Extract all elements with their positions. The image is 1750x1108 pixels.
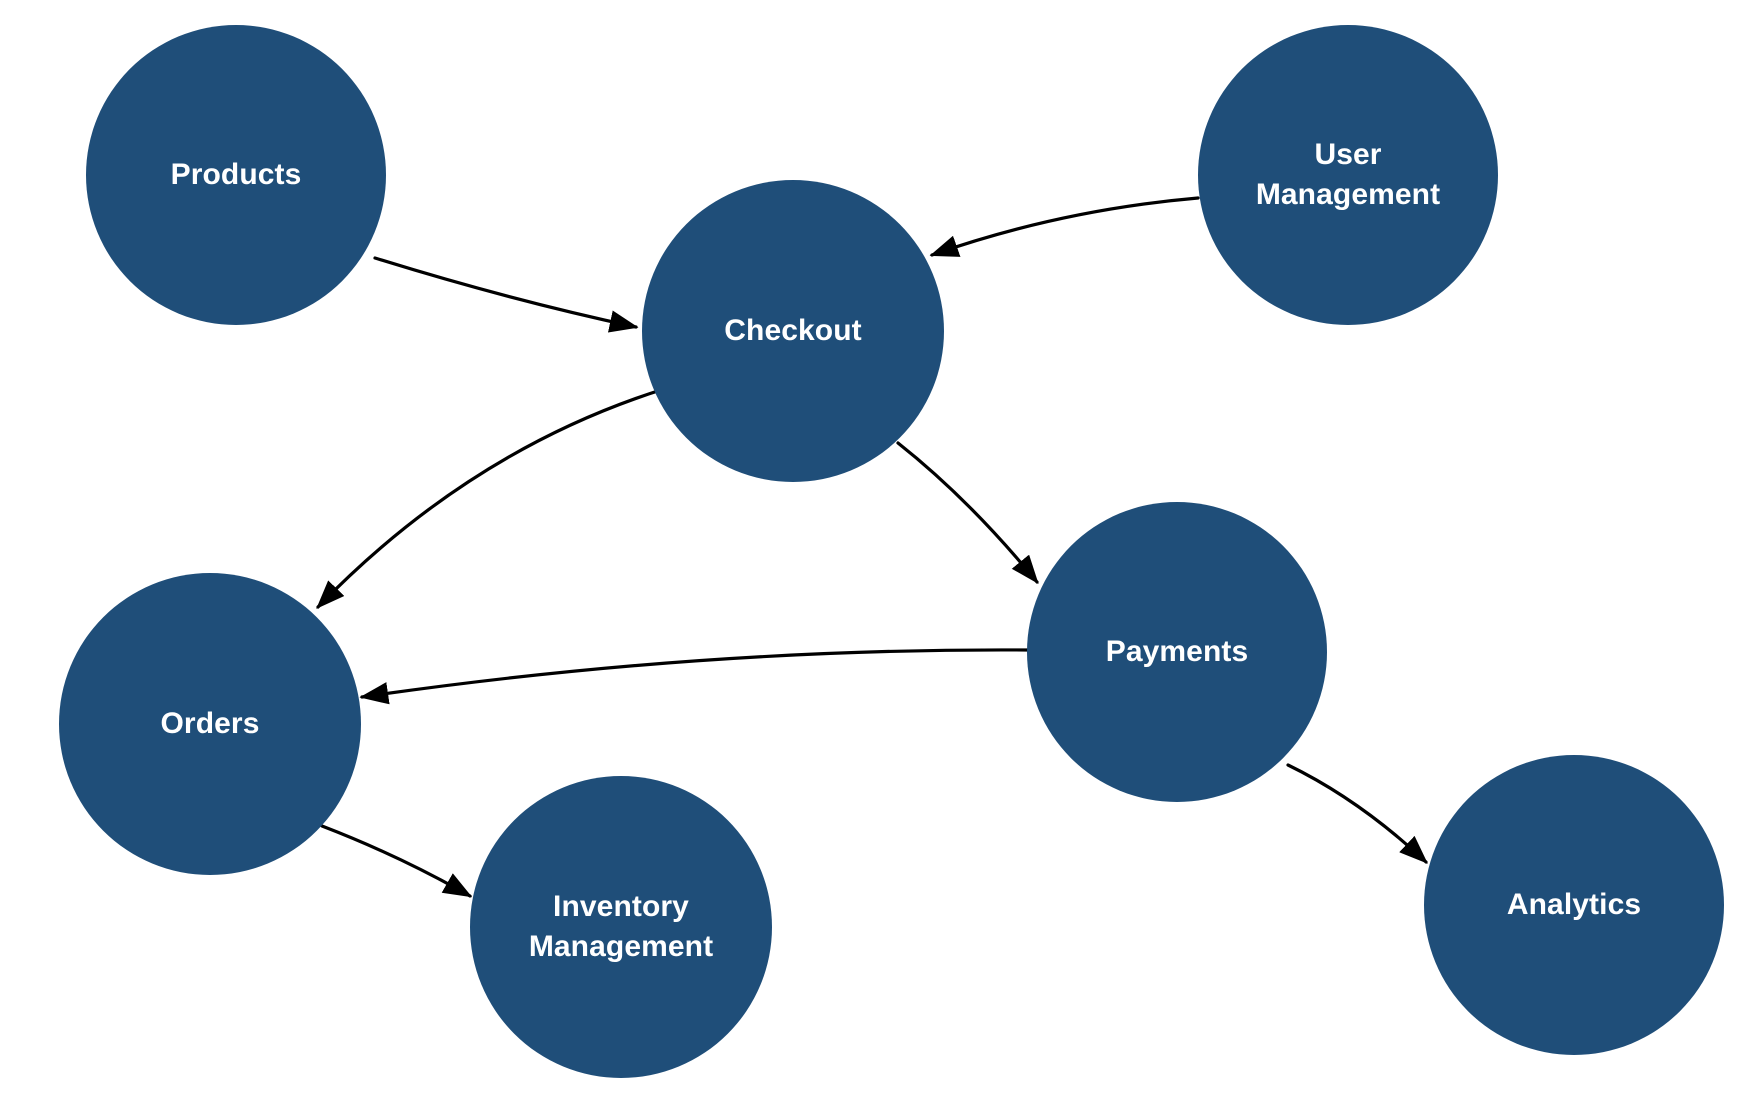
edge-payments-orders [359,648,1030,705]
node-payments[interactable]: Payments [1027,502,1327,802]
node-inventory[interactable]: Inventory Management [470,776,772,1078]
edge-checkout-orders [316,387,666,609]
node-label-checkout: Checkout [724,314,862,348]
node-label-orders: Orders [160,707,260,741]
node-label-user_mgmt: User Management [1255,138,1441,211]
edge-group [316,196,1428,898]
node-label-analytics: Analytics [1506,888,1642,922]
node-products[interactable]: Products [86,25,386,325]
node-label-inventory: Inventory Management [528,890,714,963]
node-orders[interactable]: Orders [59,573,361,875]
edge-usermgmt-checkout [929,196,1200,257]
edge-payments-analytics [1286,763,1428,864]
edge-checkout-payments [896,441,1039,584]
node-label-payments: Payments [1105,635,1249,669]
node-checkout[interactable]: Checkout [642,180,944,482]
node-analytics[interactable]: Analytics [1424,755,1724,1055]
node-label-products: Products [170,158,302,192]
edge-orders-inventory [320,824,473,898]
node-user_mgmt[interactable]: User Management [1198,25,1498,325]
edge-products-checkout [373,256,639,333]
